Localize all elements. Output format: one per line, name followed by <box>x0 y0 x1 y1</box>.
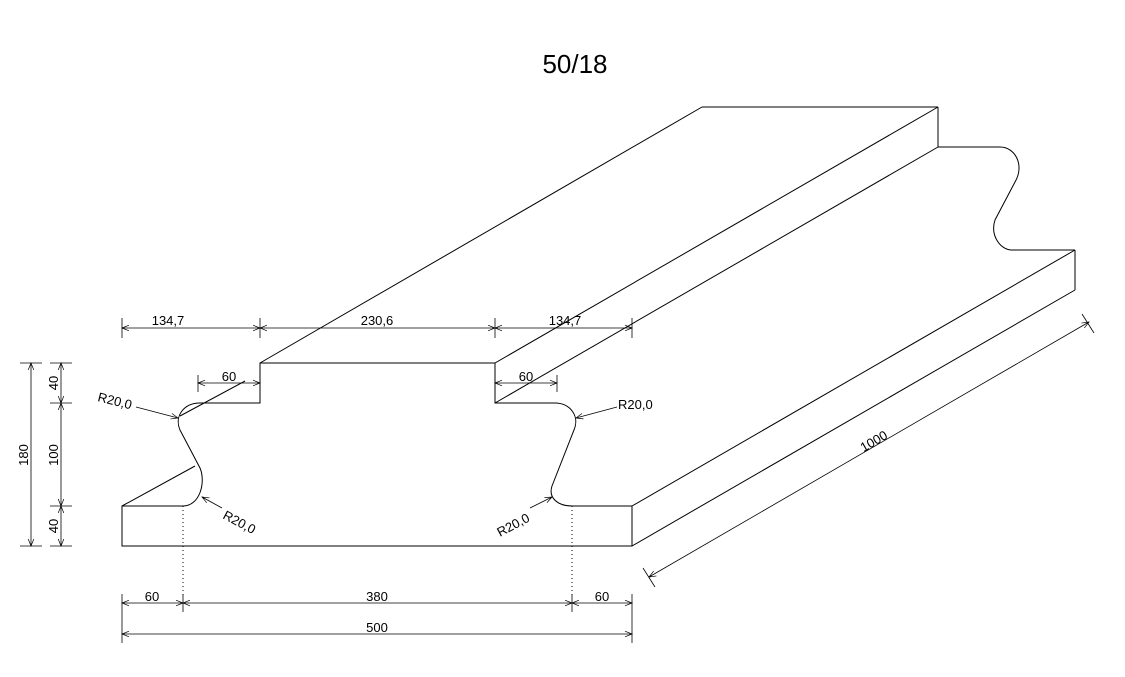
top-dim-right: 134,7 <box>549 313 582 328</box>
bottom-dimension-chain <box>121 506 633 643</box>
tongue-dim-left: 60 <box>222 369 236 384</box>
top-dim-left: 134,7 <box>152 313 185 328</box>
bottom-dim-right: 60 <box>595 589 609 604</box>
bottom-dim-total: 500 <box>366 620 388 635</box>
tongue-dimensions <box>197 375 558 392</box>
radius-label-top-left: R20,0 <box>96 389 133 412</box>
height-dimension-chain <box>20 362 72 547</box>
tongue-dim-right: 60 <box>519 369 533 384</box>
bottom-dim-left: 60 <box>145 589 159 604</box>
top-dim-middle: 230,6 <box>361 313 394 328</box>
height-dim-total: 180 <box>16 444 31 466</box>
extrusion-edges <box>121 106 1076 547</box>
length-dim-label: 1000 <box>857 427 890 454</box>
top-dimension-chain <box>121 318 633 338</box>
height-dim-bottom: 40 <box>46 519 61 533</box>
profile-outline <box>121 362 633 547</box>
radius-label-bottom-left: R20,0 <box>221 507 259 537</box>
radius-leaders <box>135 406 618 509</box>
length-dimension <box>642 313 1095 588</box>
height-dim-middle: 100 <box>46 444 61 466</box>
drawing-title: 50/18 <box>542 49 607 79</box>
bottom-dim-middle: 380 <box>366 589 388 604</box>
radius-label-bottom-right: R20,0 <box>494 510 532 540</box>
height-dim-top: 40 <box>46 376 61 390</box>
radius-label-top-right: R20,0 <box>618 397 653 412</box>
